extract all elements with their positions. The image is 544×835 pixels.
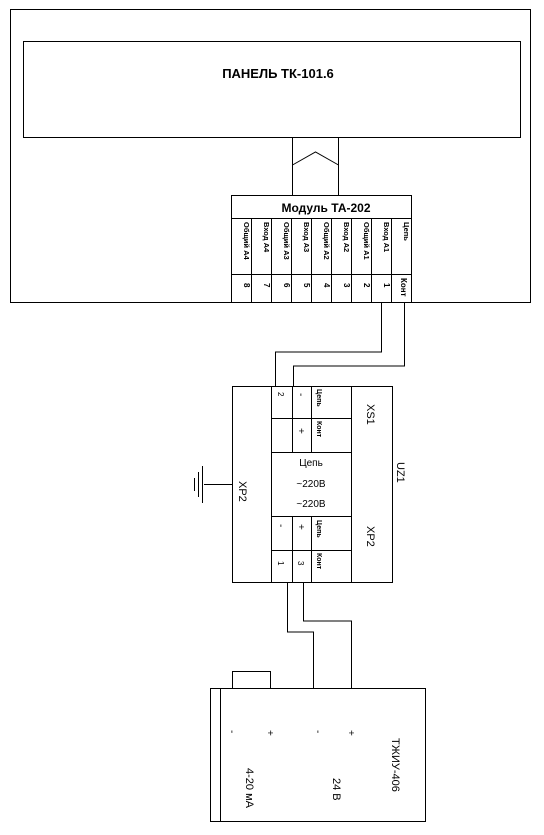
module-title: Модуль ТА-202: [281, 201, 370, 215]
barrier-uz1: [232, 386, 393, 583]
module-terminal-name: Вход А3: [302, 222, 311, 252]
barrier-top-cell: +: [295, 428, 306, 434]
barrier-bottom-cell: -: [275, 524, 286, 527]
ground-label: XP2: [236, 481, 248, 502]
sensor-terminal: +: [345, 730, 356, 736]
panel-display: [23, 41, 521, 138]
module-terminal-name: Цепь: [402, 222, 411, 241]
module-terminal-name: Вход А2: [342, 222, 351, 252]
barrier-center-line: Цепь: [299, 458, 323, 469]
barrier-top-cell: Конт: [315, 421, 322, 438]
sensor-terminal: -: [226, 730, 237, 733]
wire-module-to-barrier: [275, 302, 405, 386]
module-terminal-name: Вход А1: [382, 222, 391, 252]
barrier-top-cell: -: [295, 393, 306, 396]
module-terminal-name: Общий А4: [242, 222, 251, 261]
barrier-bottom-cell: Цепь: [315, 520, 322, 538]
module-terminal-number: 2: [362, 283, 371, 288]
module-terminal-name: Общий А3: [282, 222, 291, 260]
module-terminal-number: 8: [242, 283, 251, 288]
barrier-bottom-cell: Конт: [315, 553, 322, 570]
barrier-center-line: ~220В: [296, 499, 326, 510]
module-terminal-number: 7: [262, 283, 271, 288]
module-terminal-number: 5: [302, 283, 311, 288]
module-terminal-name: Вход А4: [262, 222, 271, 253]
barrier-center-line: ~220В: [296, 479, 326, 490]
panel-frame: [10, 9, 531, 303]
panel-module-bus: [292, 138, 339, 195]
barrier-bottom-cell: +: [295, 524, 306, 530]
sensor-model: ТЖИУ-406: [389, 738, 401, 792]
module-terminal-number: 6: [282, 283, 291, 288]
module-terminal-number: 3: [342, 283, 351, 288]
module-terminal-number: Конт: [399, 278, 408, 297]
module-terminal-number: 1: [382, 283, 391, 288]
module-terminal-number: 4: [322, 283, 331, 288]
sensor-current-label: 4-20 мА: [243, 768, 255, 809]
sensor-tzhiu406: [210, 671, 426, 822]
wire-barrier-to-sensor: [287, 582, 352, 688]
sensor-terminal: +: [264, 730, 275, 736]
module-terminal-name: Общий А2: [322, 222, 331, 260]
barrier-connector-top: XS1: [364, 404, 376, 425]
sensor-terminal: -: [312, 730, 323, 733]
barrier-top-cell: 2: [276, 392, 285, 397]
barrier-bottom-cell: 1: [276, 561, 285, 566]
barrier-connector-bottom: XP2: [364, 526, 376, 547]
ground-symbol: [194, 466, 232, 503]
sensor-voltage-label: 24 В: [330, 778, 342, 801]
barrier-designator: UZ1: [394, 462, 406, 483]
module-ta202: [231, 195, 412, 303]
barrier-top-cell: Цепь: [315, 389, 322, 407]
panel-title: ПАНЕЛЬ ТК-101.6: [222, 66, 334, 81]
barrier-bottom-cell: 3: [296, 561, 305, 566]
module-terminal-name: Общий А1: [362, 222, 371, 260]
